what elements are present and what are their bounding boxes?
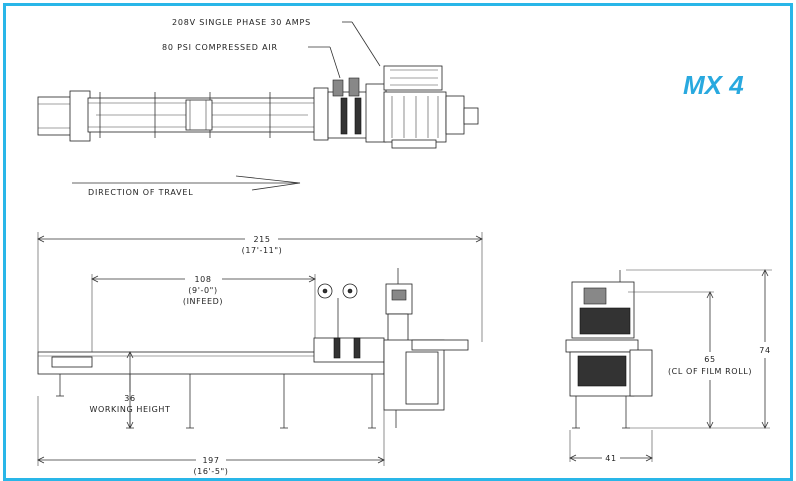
film-roll-height-dim: 65 bbox=[704, 355, 715, 364]
infeed-length-dim: 108 bbox=[194, 275, 211, 284]
top-view bbox=[37, 65, 479, 149]
infeed-label: (INFEED) bbox=[183, 297, 223, 306]
side-view bbox=[37, 268, 469, 429]
model-title: MX 4 bbox=[683, 70, 744, 100]
power-annotation: 208V SINGLE PHASE 30 AMPS bbox=[172, 18, 311, 27]
air-annotation: 80 PSI COMPRESSED AIR bbox=[162, 43, 278, 52]
working-height-dim: 36 bbox=[124, 394, 135, 403]
direction-label: DIRECTION OF TRAVEL bbox=[88, 188, 194, 197]
overall-length-dim: 215 bbox=[253, 235, 270, 244]
discharge-conveyor bbox=[411, 339, 469, 351]
discharge-top bbox=[445, 95, 465, 135]
base-length-dim: 197 bbox=[202, 456, 219, 465]
width-dim: 41 bbox=[605, 454, 616, 463]
base-length-ft: (16'-5") bbox=[193, 467, 228, 476]
infeed-end-guard bbox=[69, 90, 91, 142]
drawing-frame bbox=[3, 3, 793, 481]
overall-length-ft: (17'-11") bbox=[242, 246, 283, 255]
working-height-label: WORKING HEIGHT bbox=[89, 405, 170, 414]
sealing-unit-top bbox=[383, 91, 447, 143]
overall-height-dim: 74 bbox=[759, 346, 770, 355]
infeed-length-ft: (9'-0") bbox=[188, 286, 217, 295]
direction-arrow bbox=[235, 175, 301, 191]
film-roll-label: (CL OF FILM ROLL) bbox=[668, 367, 752, 376]
end-view bbox=[565, 270, 653, 429]
